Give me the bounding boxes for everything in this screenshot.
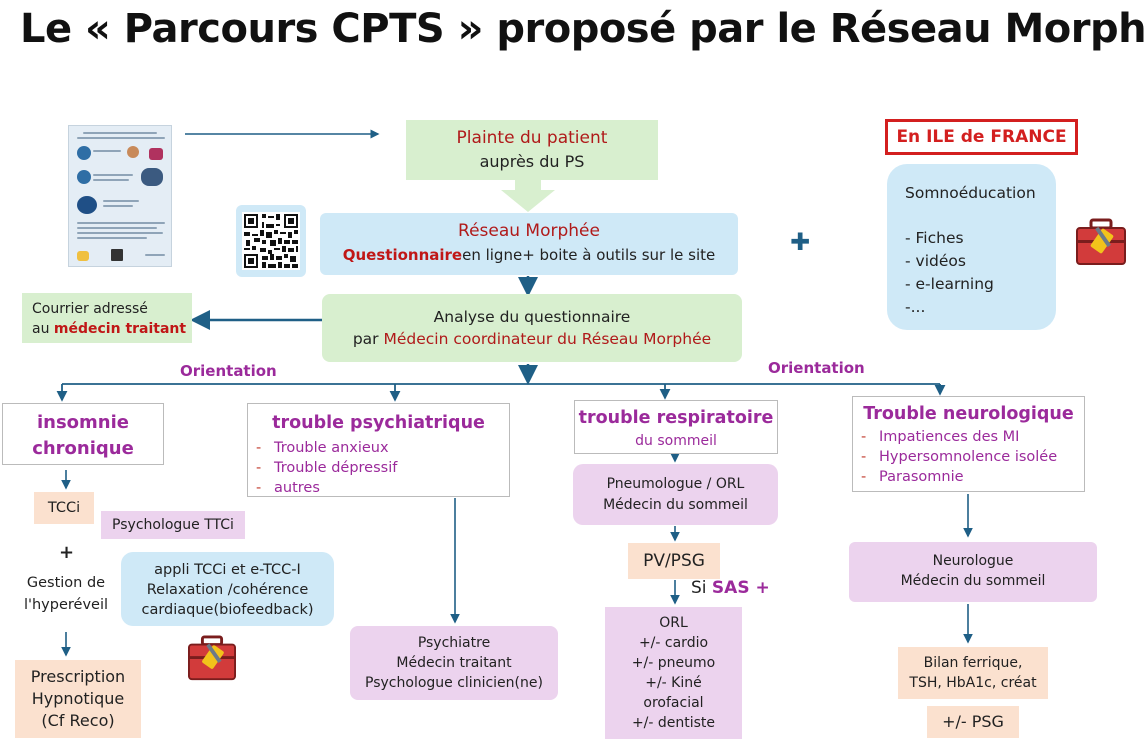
qr-code[interactable] (236, 205, 306, 277)
resp-referral: Médecin du sommeil (603, 497, 748, 513)
orl-line: +/- pneumo (631, 655, 716, 671)
si-sas-label: Si SAS + (691, 578, 770, 598)
insomnie-title-line1: insomnie (36, 412, 129, 433)
flyer-thumbnail (68, 125, 172, 267)
resp-title: trouble respiratoire (578, 408, 774, 428)
psychologue-ttci-box: Psychologue TTCi (101, 511, 245, 539)
orl-line: orofacial (643, 695, 704, 711)
psy-item: Trouble anxieux (248, 438, 509, 458)
courrier-line2: au médecin traitant (32, 319, 192, 339)
orl-line: +/- dentiste (631, 715, 716, 731)
resp-referral: Pneumologue / ORL (606, 476, 745, 492)
page-title: Le « Parcours CPTS » proposé par le Rése… (20, 6, 1145, 52)
prescription-line: (Cf Reco) (41, 711, 115, 730)
resp-subtitle: du sommeil (635, 433, 717, 449)
psy-title: trouble psychiatrique (272, 413, 485, 433)
appli-line: appli TCCi et e-TCC-I (154, 562, 301, 578)
plainte-title: Plainte du patient (456, 128, 608, 148)
prescription-line: Hypnotique (31, 689, 125, 708)
tcci-box: TCCi (34, 492, 94, 524)
toolbox-icon (1076, 218, 1126, 265)
somno-item: - Fiches (905, 229, 964, 247)
gestion-line1: Gestion de (26, 575, 106, 591)
bilan-line: Bilan ferrique, (923, 655, 1023, 671)
neuro-title: Trouble neurologique (863, 404, 1074, 424)
psy-referral: Psychologue clinicien(ne) (365, 675, 543, 691)
orientation-label-right: Orientation (768, 359, 865, 377)
pvpsg-box: PV/PSG (628, 543, 720, 579)
courrier-prefix: au (32, 321, 54, 337)
plainte-subtitle: auprès du PS (479, 152, 585, 171)
somno-item: -... (905, 298, 926, 316)
neurologue-box: Neurologue Médecin du sommeil (849, 542, 1097, 602)
insomnie-title-box: insomnie chronique (2, 403, 164, 465)
medecin-coordinateur: Médecin coordinateur du Réseau Morphée (383, 330, 712, 348)
neuro-item: Impatiences des MI (853, 427, 1084, 447)
bilan-line: TSH, HbA1c, créat (909, 675, 1037, 691)
psy-item: autres (248, 478, 509, 498)
psy-referral: Psychiatre (417, 635, 491, 651)
analyse-subtitle: par Médecin coordinateur du Réseau Morph… (322, 328, 742, 350)
appli-line: Relaxation /cohérence (146, 582, 309, 598)
toolbox-icon (188, 635, 236, 681)
courrier-line1: Courrier adressé (32, 301, 148, 317)
qr-code-icon (242, 212, 300, 270)
resp-box: trouble respiratoire du sommeil (574, 400, 778, 454)
psychiatre-box: Psychiatre Médecin traitant Psychologue … (350, 626, 558, 700)
prescription-box: Prescription Hypnotique (Cf Reco) (15, 660, 141, 738)
bilan-box: Bilan ferrique, TSH, HbA1c, créat (898, 647, 1048, 699)
orl-line: +/- cardio (638, 635, 709, 651)
neuro-referral: Médecin du sommeil (900, 573, 1046, 589)
somno-box: Somnoéducation - Fiches - vidéos - e-lea… (887, 164, 1056, 330)
psy-list: Trouble anxieux Trouble dépressif autres (248, 438, 509, 498)
somno-item: - e-learning (905, 275, 994, 293)
prescription-line: Prescription (30, 667, 126, 686)
reseau-title: Réseau Morphée (458, 221, 600, 241)
neuro-list: Impatiences des MI Hypersomnolence isolé… (853, 427, 1084, 487)
orl-line: +/- Kiné (645, 675, 702, 691)
reseau-subtitle-rest: en ligne+ boite à outils sur le site (462, 246, 716, 264)
appli-box: appli TCCi et e-TCC-I Relaxation /cohére… (121, 552, 334, 626)
pneumo-box: Pneumologue / ORL Médecin du sommeil (573, 464, 778, 525)
plus-icon: ✚ (790, 228, 811, 256)
somno-title: Somnoéducation (905, 184, 1036, 202)
idf-label: En ILE de FRANCE (885, 119, 1078, 155)
neuro-box: Trouble neurologique Impatiences des MI … (852, 396, 1085, 492)
questionnaire-label: Questionnaire (342, 246, 463, 264)
psy-item: Trouble dépressif (248, 458, 509, 478)
neuro-item: Parasomnie (853, 467, 1084, 487)
psy-referral: Médecin traitant (396, 655, 512, 671)
medecin-traitant: médecin traitant (53, 321, 187, 337)
somno-item: - vidéos (905, 252, 966, 270)
analyse-box: Analyse du questionnaire par Médecin coo… (322, 294, 742, 362)
appli-line: cardiaque(biofeedback) (141, 602, 314, 618)
neuro-referral: Neurologue (932, 553, 1014, 569)
insomnie-title-line2: chronique (32, 438, 134, 459)
psg-box: +/- PSG (927, 706, 1019, 738)
analyse-title: Analyse du questionnaire (433, 308, 631, 326)
courrier-box: Courrier adressé au médecin traitant (22, 293, 192, 343)
plainte-to-reseau-arrow (501, 180, 555, 212)
analyse-prefix: par (352, 330, 384, 348)
neuro-item: Hypersomnolence isolée (853, 447, 1084, 467)
orientation-label-left: Orientation (180, 362, 277, 380)
orl-line: ORL (659, 615, 688, 631)
reseau-subtitle: Questionnaireen ligne+ boite à outils su… (320, 243, 738, 267)
orl-box: ORL +/- cardio +/- pneumo +/- Kiné orofa… (605, 607, 742, 739)
psy-box: trouble psychiatrique Trouble anxieux Tr… (247, 403, 510, 498)
sas-label: SAS + (711, 578, 770, 598)
gestion-line2: l'hyperéveil (23, 597, 109, 613)
reseau-box: Réseau Morphée Questionnaireen ligne+ bo… (320, 213, 738, 275)
gestion-text: Gestion de l'hyperéveil (14, 572, 118, 616)
plainte-box: Plainte du patient auprès du PS (406, 120, 658, 180)
si-label: Si (691, 578, 712, 598)
plus-insomnie: + (59, 542, 75, 563)
